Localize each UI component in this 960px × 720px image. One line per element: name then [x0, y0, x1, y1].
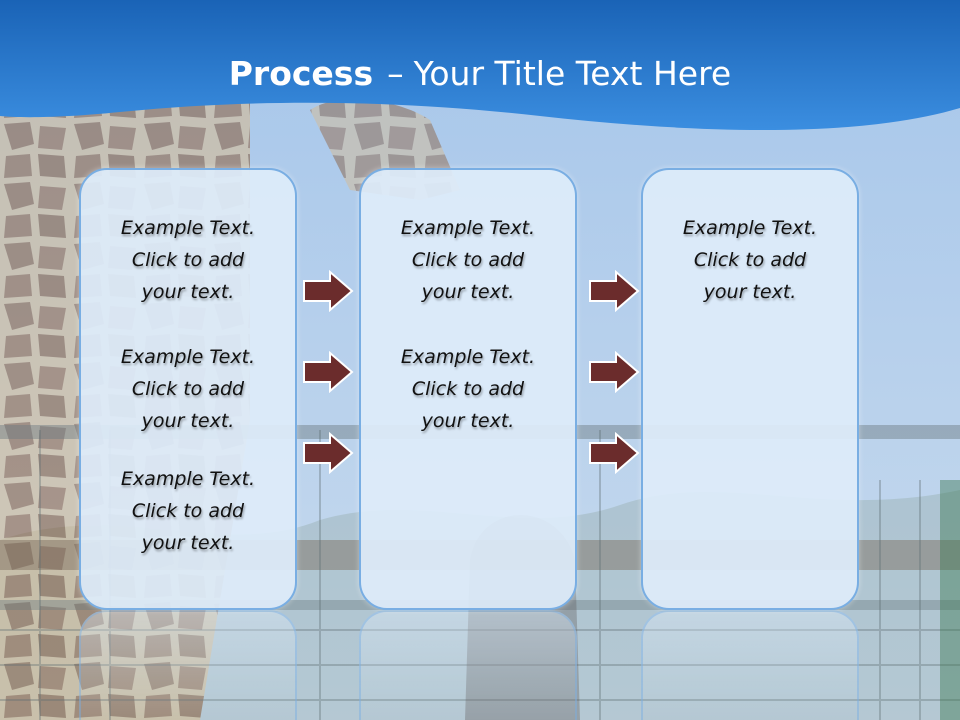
text-line: your text. — [421, 410, 515, 432]
text-block[interactable]: Example Text. Click to add your text. — [361, 341, 575, 437]
text-line: Click to add — [411, 249, 525, 271]
text-line: Example Text. — [120, 346, 256, 368]
text-line: your text. — [141, 532, 235, 554]
header-wave — [0, 0, 960, 131]
arrow-right-icon — [589, 432, 640, 474]
text-block[interactable]: Example Text. Click to add your text. — [81, 463, 295, 559]
text-line: Example Text. — [120, 468, 256, 490]
box-reflection-1 — [79, 610, 297, 720]
arrow-right-icon — [303, 270, 354, 312]
title-separator: – — [387, 54, 404, 93]
text-block[interactable]: Example Text. Click to add your text. — [81, 341, 295, 437]
text-line: Click to add — [131, 378, 245, 400]
text-line: your text. — [141, 410, 235, 432]
text-line: Example Text. — [120, 217, 256, 239]
text-line: your text. — [421, 281, 515, 303]
process-box-3[interactable]: Example Text. Click to add your text. — [641, 168, 859, 610]
text-line: Click to add — [411, 378, 525, 400]
arrow-right-icon — [303, 351, 354, 393]
text-block[interactable]: Example Text. Click to add your text. — [81, 212, 295, 308]
arrow-right-icon — [589, 351, 640, 393]
title-bold: Process — [228, 54, 374, 93]
title-rest: Your Title Text Here — [413, 54, 732, 93]
arrow-right-icon — [303, 432, 354, 474]
text-line: Example Text. — [400, 346, 536, 368]
process-box-1[interactable]: Example Text. Click to add your text. Ex… — [79, 168, 297, 610]
text-line: Click to add — [693, 249, 807, 271]
box-reflection-2 — [359, 610, 577, 720]
arrow-right-icon — [589, 270, 640, 312]
text-line: Example Text. — [400, 217, 536, 239]
text-line: your text. — [141, 281, 235, 303]
text-block[interactable]: Example Text. Click to add your text. — [643, 212, 857, 308]
text-line: your text. — [703, 281, 797, 303]
text-line: Click to add — [131, 249, 245, 271]
text-line: Example Text. — [682, 217, 818, 239]
text-line: Click to add — [131, 500, 245, 522]
slide-title[interactable]: Process–Your Title Text Here — [0, 52, 960, 96]
process-box-2[interactable]: Example Text. Click to add your text. Ex… — [359, 168, 577, 610]
box-reflection-3 — [641, 610, 859, 720]
text-block[interactable]: Example Text. Click to add your text. — [361, 212, 575, 308]
